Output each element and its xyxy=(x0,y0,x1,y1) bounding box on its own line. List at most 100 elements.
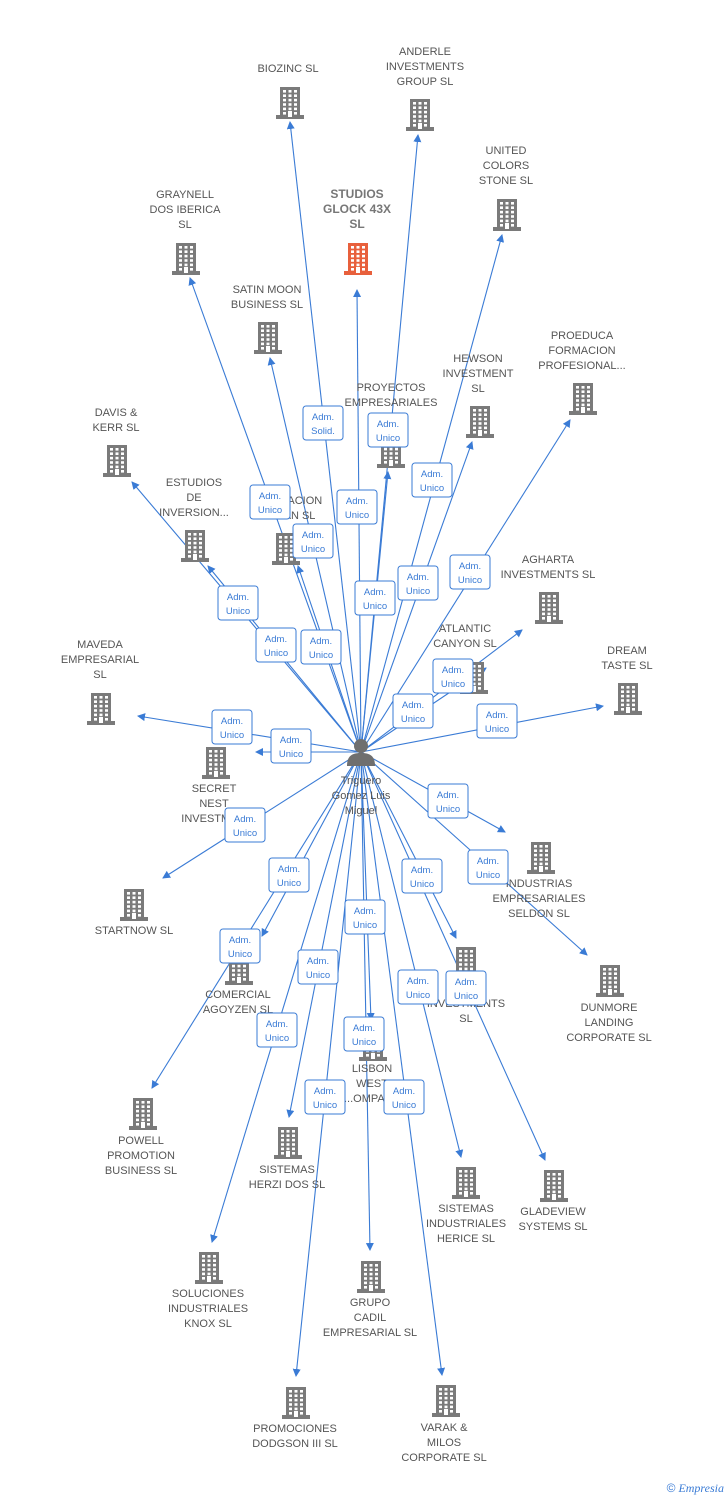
role-label: Adm.Unico xyxy=(441,665,465,690)
building-icon[interactable] xyxy=(276,87,304,119)
building-icon[interactable] xyxy=(87,693,115,725)
building-icon[interactable] xyxy=(569,383,597,415)
role-line: Unico xyxy=(226,606,250,617)
building-icon[interactable] xyxy=(181,530,209,562)
building-icon[interactable] xyxy=(614,683,642,715)
building-icon[interactable] xyxy=(172,243,200,275)
building-icon[interactable] xyxy=(120,889,148,921)
building-icon[interactable] xyxy=(357,1261,385,1293)
role-badge-anderle[interactable]: Adm.Unico xyxy=(367,412,409,448)
role-badge-atlantic[interactable]: Adm.Unico xyxy=(392,693,434,729)
role-badge-knox[interactable]: Adm.Unico xyxy=(256,1012,298,1048)
building-icon[interactable] xyxy=(202,747,230,779)
building-icon[interactable] xyxy=(129,1098,157,1130)
role-badge-varak[interactable]: Adm.Unico xyxy=(383,1079,425,1115)
role-badge-gladeview[interactable]: Adm.Unico xyxy=(445,970,487,1006)
company-label-line: DODGSON III SL xyxy=(252,1438,338,1450)
role-badge-maveda[interactable]: Adm.Unico xyxy=(211,709,253,745)
role-badge-biozinc[interactable]: Adm.Solid. xyxy=(302,405,344,441)
role-badge-estudios[interactable]: Adm.Unico xyxy=(255,627,297,663)
role-badge-secret[interactable]: Adm.Unico xyxy=(270,728,312,764)
role-badge-powell[interactable]: Adm.Unico xyxy=(219,928,261,964)
company-label-line: PROMOCIONES xyxy=(253,1423,337,1435)
person-icon[interactable] xyxy=(347,739,375,766)
role-line: Adm. xyxy=(402,700,424,711)
role-badge-proyectos[interactable]: Adm.Unico xyxy=(354,580,396,616)
building-icon[interactable] xyxy=(195,1252,223,1284)
role-badge-satin[interactable]: Adm.Unico xyxy=(292,523,334,559)
company-node-startnow[interactable]: STARTNOW SL xyxy=(95,889,173,937)
building-icon[interactable] xyxy=(452,1167,480,1199)
role-badge-industrias[interactable]: Adm.Unico xyxy=(427,783,469,819)
role-badge-davis[interactable]: Adm.Unico xyxy=(217,585,259,621)
company-label-line: PROFESIONAL... xyxy=(538,360,625,372)
role-badge-hewson[interactable]: Adm.Unico xyxy=(397,565,439,601)
role-badge-ies[interactable]: Adm.Unico xyxy=(401,858,443,894)
role-badge-dream[interactable]: Adm.Unico xyxy=(476,703,518,739)
building-icon[interactable] xyxy=(596,965,624,997)
role-line: Adm. xyxy=(455,977,477,988)
building-icon[interactable] xyxy=(540,1170,568,1202)
company-node-biozinc[interactable]: BIOZINC SL xyxy=(257,63,319,119)
building-icon[interactable] xyxy=(103,445,131,477)
building-icon[interactable] xyxy=(282,1387,310,1419)
role-badge-startnow[interactable]: Adm.Unico xyxy=(224,807,266,843)
building-icon[interactable] xyxy=(406,99,434,131)
building-icon[interactable] xyxy=(432,1385,460,1417)
role-badge-cadil[interactable]: Adm.Unico xyxy=(343,1016,385,1052)
company-label-line: PROYECTOS xyxy=(357,382,426,394)
role-badge-graynell[interactable]: Adm.Unico xyxy=(249,484,291,520)
role-badge-agharta[interactable]: Adm.Unico xyxy=(432,658,474,694)
role-badge-corporacion[interactable]: Adm.Unico xyxy=(300,629,342,665)
company-label-line: HERICE SL xyxy=(437,1233,495,1245)
company-node-dodgson[interactable]: PROMOCIONES DODGSON III SL xyxy=(252,1387,338,1450)
role-badge-comercial[interactable]: Adm.Unico xyxy=(268,857,310,893)
role-label: Adm.Unico xyxy=(277,864,301,889)
role-badge-herice[interactable]: Adm.Unico xyxy=(397,969,439,1005)
building-icon[interactable] xyxy=(527,842,555,874)
company-label-line: PROMOTION xyxy=(107,1150,175,1162)
role-badge-studios[interactable]: Adm.Unico xyxy=(336,489,378,525)
empresia-watermark[interactable]: © Empresia xyxy=(667,1481,724,1496)
role-badge-lisbon[interactable]: Adm.Unico xyxy=(344,899,386,935)
building-icon[interactable] xyxy=(535,592,563,624)
building-icon[interactable] xyxy=(254,322,282,354)
building-icon[interactable] xyxy=(493,199,521,231)
role-badge-proeduca[interactable]: Adm.Unico xyxy=(449,554,491,590)
company-label-line: SL xyxy=(349,217,364,231)
company-node-davis[interactable]: DAVIS &KERR SL xyxy=(92,407,140,477)
role-badge-herzi[interactable]: Adm.Unico xyxy=(297,949,339,985)
company-label-line: DE xyxy=(186,492,201,504)
role-label: Adm.Unico xyxy=(406,976,430,1001)
role-badge-united[interactable]: Adm.Unico xyxy=(411,462,453,498)
building-icon[interactable] xyxy=(274,1127,302,1159)
building-icon[interactable] xyxy=(466,406,494,438)
role-badge-dunmore[interactable]: Adm.Unico xyxy=(467,849,509,885)
building-icon[interactable] xyxy=(272,533,300,565)
building-icon[interactable] xyxy=(344,243,372,275)
role-badge-dodgson[interactable]: Adm.Unico xyxy=(304,1079,346,1115)
